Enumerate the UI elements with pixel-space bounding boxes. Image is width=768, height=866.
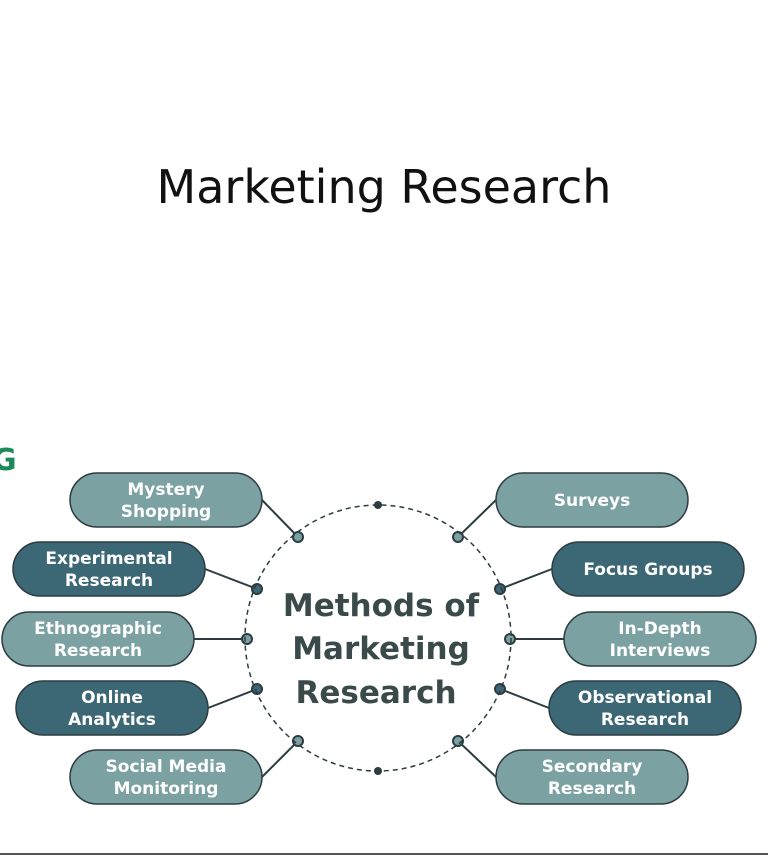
page-title: Marketing Research xyxy=(156,160,612,214)
method-label-online-analytics-2: Analytics xyxy=(68,710,156,730)
method-label-observational-research-1: Observational xyxy=(578,688,712,708)
method-pill-secondary-research xyxy=(495,749,689,805)
method-label-social-media-monitoring-1: Social Media xyxy=(106,757,227,777)
connector-experimental-research xyxy=(204,568,258,590)
method-label-online-analytics-1: Online xyxy=(81,688,143,708)
method-pill-ethnographic-research xyxy=(1,611,195,667)
center-label-line-1: Methods of xyxy=(283,588,480,624)
method-pill-experimental-research xyxy=(12,541,206,597)
connector-dot-focus-groups xyxy=(494,583,506,595)
connector-observational-research xyxy=(499,688,550,709)
circle-bottom-dot xyxy=(374,767,382,775)
method-pill-in-depth-interviews xyxy=(563,611,757,667)
method-label-experimental-research-2: Research xyxy=(65,571,153,591)
method-pill-social-media-monitoring xyxy=(69,749,263,805)
connector-surveys xyxy=(457,499,497,538)
method-label-social-media-monitoring-2: Monitoring xyxy=(114,779,219,799)
connector-dot-surveys xyxy=(452,531,464,543)
method-label-secondary-research-2: Research xyxy=(548,779,636,799)
center-label-line-2: Marketing xyxy=(292,631,470,667)
method-label-secondary-research-1: Secondary xyxy=(542,757,643,777)
method-pill-surveys xyxy=(495,472,689,528)
method-label-mystery-shopping-2: Shopping xyxy=(121,502,211,522)
connector-focus-groups xyxy=(499,568,553,590)
method-surveys: Surveys xyxy=(495,472,689,528)
circle-top-dot xyxy=(374,501,382,509)
method-label-experimental-research-1: Experimental xyxy=(45,549,172,569)
method-pill-focus-groups xyxy=(551,541,745,597)
connector-dot-ethnographic-research xyxy=(241,633,253,645)
method-label-observational-research-2: Research xyxy=(601,710,689,730)
method-label-mystery-shopping-1: Mystery xyxy=(127,480,204,500)
method-label-ethnographic-research-2: Research xyxy=(54,641,142,661)
connector-online-analytics xyxy=(207,688,258,709)
method-pill-observational-research xyxy=(548,680,742,736)
connector-dot-in-depth-interviews xyxy=(504,633,516,645)
brand-logo-icon: G xyxy=(0,443,17,478)
method-label-focus-groups-1: Focus Groups xyxy=(583,560,712,580)
connector-mystery-shopping xyxy=(261,499,299,538)
method-label-in-depth-interviews-1: In-Depth xyxy=(618,619,702,639)
connector-dot-mystery-shopping xyxy=(292,531,304,543)
connector-dot-experimental-research xyxy=(251,583,263,595)
method-label-ethnographic-research-1: Ethnographic xyxy=(34,619,162,639)
connector-social-media-monitoring xyxy=(261,740,299,778)
connector-secondary-research xyxy=(457,740,497,778)
method-label-surveys-1: Surveys xyxy=(554,491,631,511)
method-label-in-depth-interviews-2: Interviews xyxy=(610,641,711,661)
method-pill-online-analytics xyxy=(15,680,209,736)
bottom-divider xyxy=(0,853,768,855)
method-pill-mystery-shopping xyxy=(69,472,263,528)
method-focus-groups: Focus Groups xyxy=(551,541,745,597)
center-label-line-3: Research xyxy=(295,675,456,711)
